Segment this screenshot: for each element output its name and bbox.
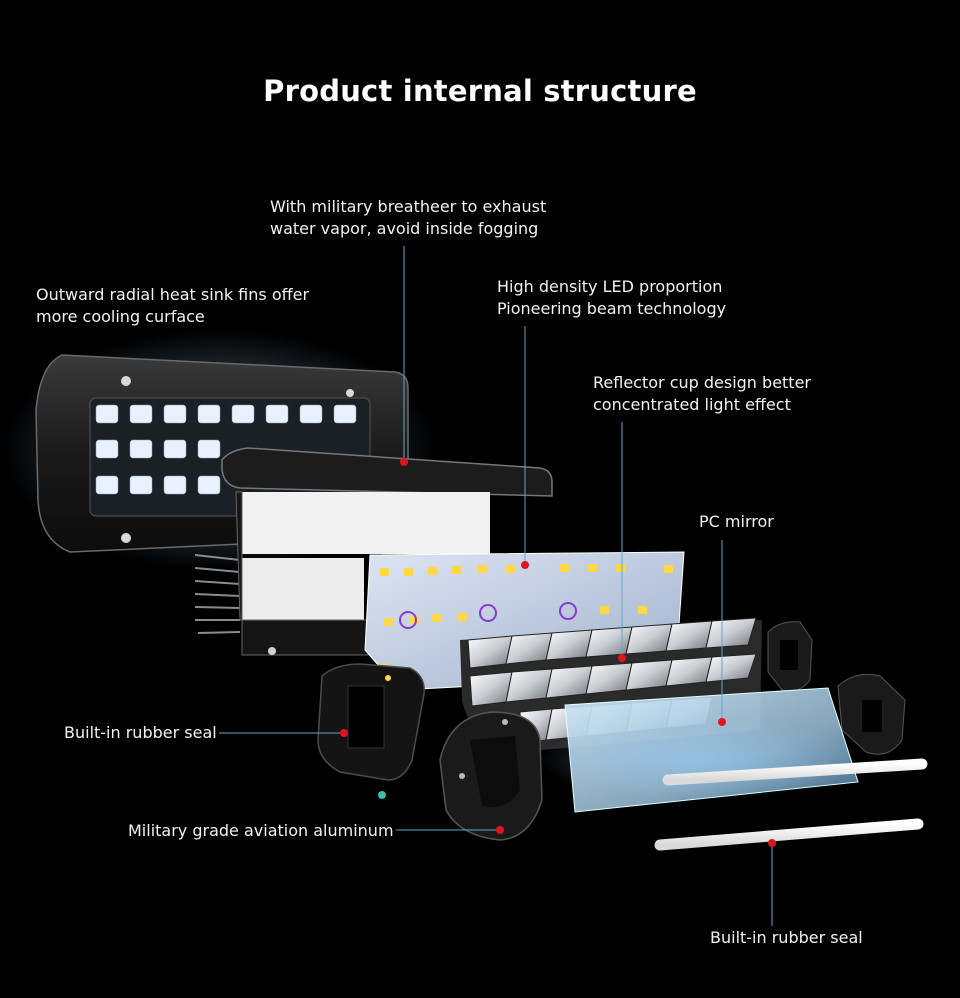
callout-heat-sink-line-2: more cooling curface (36, 307, 205, 326)
callout-heat-sink-line-1: Outward radial heat sink fins offer (36, 285, 310, 304)
callout-rubber-seal-left: Built-in rubber seal (64, 723, 217, 742)
rubber-seal-rods (654, 758, 928, 851)
callout-reflector-line-2: concentrated light effect (593, 395, 791, 414)
callout-led-line-2: Pioneering beam technology (497, 299, 727, 318)
end-cap-far-right (837, 673, 906, 755)
callout-rubber-seal-bottom: Built-in rubber seal (710, 928, 863, 947)
page-title: Product internal structure (263, 74, 697, 108)
callout-heat-sink: Outward radial heat sink fins offer more… (36, 284, 309, 328)
rubber-seal-left (317, 663, 425, 799)
callout-breather-line-2: water vapor, avoid inside fogging (270, 219, 539, 238)
aluminum-housing-body (221, 447, 553, 656)
callout-aluminum: Military grade aviation aluminum (128, 821, 394, 840)
callout-pc-mirror: PC mirror (699, 512, 774, 531)
callout-breather-line-1: With military breatheer to exhaust (270, 197, 547, 216)
callout-breather: With military breatheer to exhaust water… (270, 196, 546, 240)
callout-led-line-1: High density LED proportion (497, 277, 723, 296)
end-cap-right-small (767, 621, 813, 692)
aluminum-end-cap (439, 711, 543, 841)
leader-lines (219, 246, 773, 926)
callout-reflector: Reflector cup design better concentrated… (593, 372, 811, 416)
callout-led: High density LED proportion Pioneering b… (497, 276, 726, 320)
callout-reflector-line-1: Reflector cup design better (593, 373, 811, 392)
marker-dots (340, 458, 776, 847)
pc-lens (540, 687, 860, 813)
